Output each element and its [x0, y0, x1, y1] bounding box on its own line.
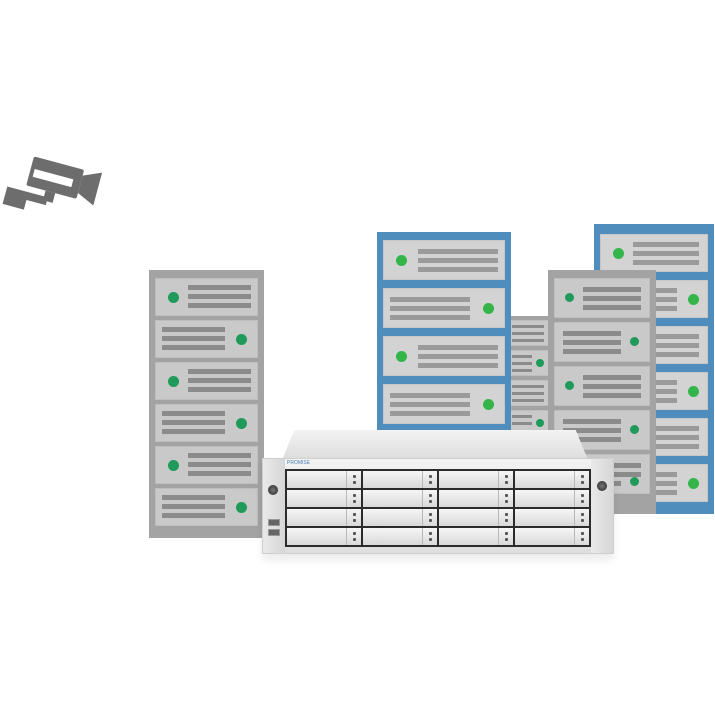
status-led [236, 334, 247, 345]
status-led [630, 425, 639, 434]
drive-bay [363, 490, 437, 507]
drive-bays [285, 469, 591, 547]
status-led [630, 477, 639, 486]
status-led [688, 294, 699, 305]
status-led [236, 502, 247, 513]
usb-port [268, 529, 280, 536]
server-rack-left [149, 270, 264, 538]
status-led [483, 399, 494, 410]
status-led [168, 460, 179, 471]
usb-port [268, 519, 280, 526]
drive-bay [515, 509, 589, 526]
brand-label: PROMISE [287, 460, 311, 466]
status-led [536, 359, 544, 367]
status-led [688, 386, 699, 397]
status-led [236, 418, 247, 429]
drive-bay [439, 509, 513, 526]
drive-bay [439, 471, 513, 488]
status-led [168, 292, 179, 303]
lock-knob [597, 481, 607, 491]
storage-array: PROMISE [262, 458, 614, 554]
status-led [565, 381, 574, 390]
storage-array-top [282, 430, 588, 460]
drive-bay [515, 471, 589, 488]
drive-bay [439, 528, 513, 545]
status-led [565, 293, 574, 302]
status-led [613, 248, 624, 259]
power-button [268, 485, 278, 495]
drive-bay [287, 490, 361, 507]
drive-bay [363, 528, 437, 545]
drive-bay [515, 490, 589, 507]
drive-bay [363, 509, 437, 526]
rack-ear-left [263, 459, 285, 553]
drive-bay [287, 471, 361, 488]
drive-bay [439, 490, 513, 507]
status-led [396, 255, 407, 266]
status-led [483, 303, 494, 314]
drive-bay [515, 528, 589, 545]
status-led [536, 419, 544, 427]
security-camera-icon [2, 156, 103, 210]
status-led [688, 478, 699, 489]
rack-ear-right [591, 459, 613, 553]
status-led [168, 376, 179, 387]
drive-bay [287, 528, 361, 545]
server-rack-center [377, 232, 511, 432]
drive-bay [287, 509, 361, 526]
drive-bay [363, 471, 437, 488]
status-led [396, 351, 407, 362]
status-led [630, 337, 639, 346]
